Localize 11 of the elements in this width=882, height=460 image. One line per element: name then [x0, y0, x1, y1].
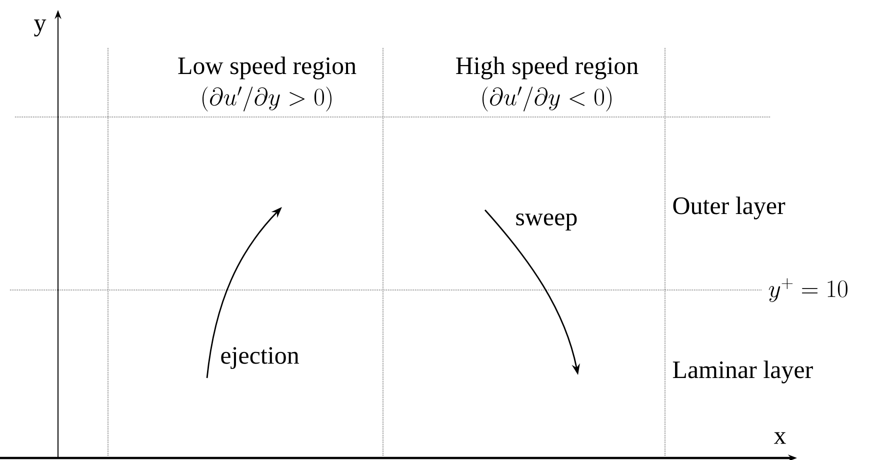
- region-formula: $(\partial u'/\partial y < 0)$: [482, 86, 612, 112]
- layer-label: Outer layer: [673, 196, 786, 220]
- region-formula: $(\partial u'/\partial y > 0)$: [202, 86, 332, 112]
- layer-label: Laminar layer: [672, 360, 813, 384]
- axis-label: y: [34, 20, 46, 36]
- region-label: Low speed region: [178, 56, 356, 80]
- boundary-label: $y^+ = 10$: [768, 278, 848, 302]
- region-label: High speed region: [456, 56, 638, 80]
- arrow-label: ejection: [221, 347, 299, 369]
- arrow-label: sweep: [516, 213, 577, 231]
- axis-label: x: [774, 432, 786, 444]
